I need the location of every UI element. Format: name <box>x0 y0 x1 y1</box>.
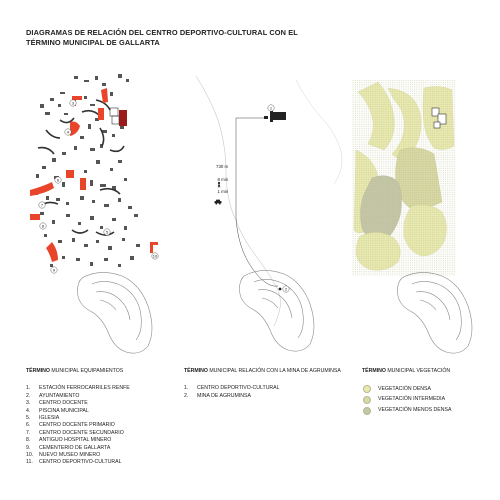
walk-icon <box>217 181 221 188</box>
map1-label-8: 10 <box>151 252 159 260</box>
svg-text:10: 10 <box>153 253 158 258</box>
road-outline <box>195 75 281 327</box>
svg-text:2: 2 <box>285 286 288 291</box>
veg-dot-texture <box>352 80 456 276</box>
map2-label-1: 1 <box>267 104 275 112</box>
map2-label-2: 2 <box>282 285 290 293</box>
map-equipamientos: 3 4 6 7 8 9 5 10 <box>30 74 159 354</box>
map1-label-3: 6 <box>54 176 62 184</box>
map1-label-7: 5 <box>103 228 111 236</box>
list-item: 8.ANTIGUO HOSPITAL MINERO <box>26 437 112 444</box>
equipamiento-sports-centre <box>109 107 127 126</box>
map-relacion-mina: 1 2 <box>195 75 343 352</box>
map1-label-5: 8 <box>39 222 47 230</box>
mine-outline-1 <box>77 272 153 354</box>
legend-relacion-mina: TÉRMINO MUNICIPAL RELACIÓN CON LA MINA D… <box>184 368 354 400</box>
list-item: 2.AYUNTAMIENTO <box>26 392 80 399</box>
map1-label-1: 3 <box>69 99 77 107</box>
legend-equipamientos: TÉRMINO MUNICIPAL EQUIPAMIENTOS 1.ESTACI… <box>26 368 176 467</box>
list-item: 5.IGLESIA <box>26 415 60 422</box>
route-info: 730 m 8 min 1 min <box>216 164 228 195</box>
legend-relacion-heading: TÉRMINO MUNICIPAL RELACIÓN CON LA MINA D… <box>184 368 341 374</box>
svg-text:4: 4 <box>67 129 70 134</box>
building-footprints <box>34 74 140 267</box>
equipamientos-list: 1.ESTACIÓN FERROCARRILES RENFE 2.AYUNTAM… <box>26 385 176 466</box>
svg-text:7: 7 <box>41 202 44 207</box>
list-item: 3.CENTRO DOCENTE <box>26 400 88 407</box>
svg-text:8: 8 <box>42 223 45 228</box>
svg-text:1: 1 <box>270 105 273 110</box>
list-item: 7.CENTRO DOCENTE SECUNDARIO <box>26 429 124 436</box>
svg-text:3: 3 <box>72 100 75 105</box>
list-item: 1.CENTRO DEPORTIVO-CULTURAL <box>184 385 280 392</box>
list-item: 9.CEMENTERIO DE GALLARTA <box>26 444 111 451</box>
legend-vegetacion: TÉRMINO MUNICIPAL VEGETACIÓN VEGETACIÓN … <box>362 368 492 417</box>
car-time-label: 1 min <box>217 189 229 194</box>
map1-label-6: 9 <box>50 266 58 274</box>
walk-time-label: 8 min <box>217 177 229 182</box>
road-outline-2 <box>295 79 343 185</box>
list-item: 10.NUEVO MUSEO MINERO <box>26 452 101 459</box>
sports-centre-plan <box>264 110 286 122</box>
list-item: 11.CENTRO DEPORTIVO-CULTURAL <box>26 459 122 466</box>
equipamiento-markers <box>30 88 158 262</box>
swatch-intermediate <box>363 396 371 404</box>
sports-centre-outline <box>431 107 447 129</box>
legend-equipamientos-heading: TÉRMINO MUNICIPAL EQUIPAMIENTOS <box>26 368 124 374</box>
list-item: 6.CENTRO DOCENTE PRIMARIO <box>26 422 115 429</box>
svg-text:6: 6 <box>57 177 60 182</box>
mine-outline-2 <box>239 270 315 352</box>
swatch-less-dense <box>363 406 371 415</box>
vegetacion-list: VEGETACIÓN DENSA VEGETACIÓN INTERMEDIA V… <box>362 385 492 415</box>
map1-label-2: 4 <box>64 128 72 136</box>
building-rows <box>37 99 125 236</box>
list-item: 1.ESTACIÓN FERROCARRILES RENFE <box>26 385 130 392</box>
list-item: 2.MINA DE AGRUMINSA <box>184 392 251 399</box>
distance-label: 730 m <box>216 164 229 169</box>
route-line <box>235 118 279 287</box>
map-vegetacion <box>352 80 473 354</box>
svg-text:5: 5 <box>106 229 109 234</box>
svg-text:9: 9 <box>53 267 56 272</box>
relacion-list: 1.CENTRO DEPORTIVO-CULTURAL 2.MINA DE AG… <box>184 385 354 400</box>
legend-vegetacion-heading: TÉRMINO MUNICIPAL VEGETACIÓN <box>362 368 451 374</box>
list-item: 4.PISCINA MUNICIPAL <box>26 407 89 414</box>
list-item: VEGETACIÓN INTERMEDIA <box>362 396 492 404</box>
page-title: DIAGRAMAS DE RELACIÓN DEL CENTRO DEPORTI… <box>26 28 298 47</box>
list-item: VEGETACIÓN MENOS DENSA <box>362 406 492 415</box>
map1-label-4: 7 <box>38 201 46 209</box>
list-item: VEGETACIÓN DENSA <box>362 385 492 394</box>
mine-point <box>278 287 282 291</box>
car-icon <box>214 199 222 205</box>
swatch-dense <box>363 385 371 394</box>
mine-outline-3 <box>397 272 473 354</box>
